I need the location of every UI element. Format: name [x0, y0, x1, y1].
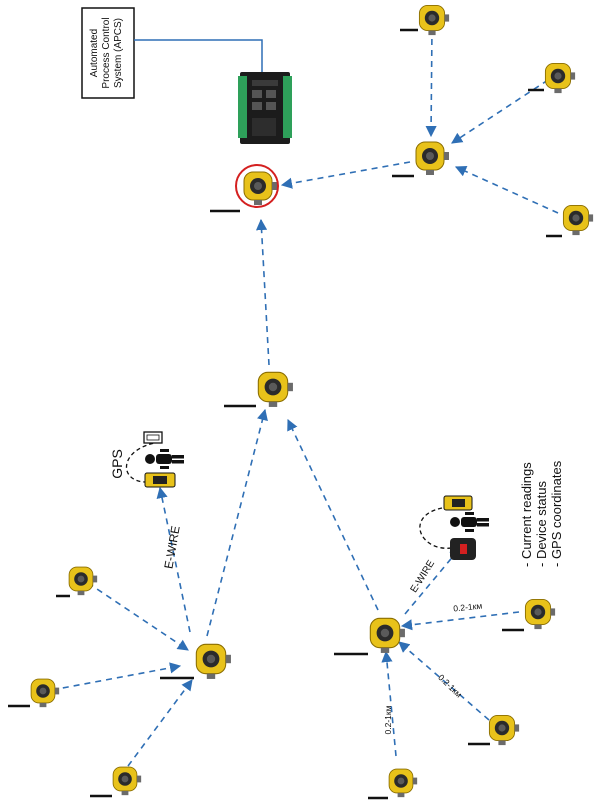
ewire-loop — [419, 507, 453, 549]
info-item-current-readings: - Current readings — [519, 462, 534, 567]
controller-icon — [238, 72, 292, 144]
sensor-device-icon — [502, 598, 556, 632]
ewire-left-label: E-WIRE — [161, 525, 182, 570]
sensor-device-icon — [56, 566, 98, 598]
sensor-device-icon — [160, 643, 232, 680]
handheld-terminal-icon — [144, 472, 176, 488]
apcs-label-line3: System (APCS) — [113, 18, 124, 88]
link-c-to-leftnode — [127, 679, 193, 767]
link-d-to-rightnode — [400, 611, 520, 631]
link-a-to-leftnode — [87, 582, 189, 651]
apcs-label-line1: Automated — [89, 29, 100, 77]
sensor-device-icon — [8, 678, 60, 708]
ewire-left-link — [156, 486, 191, 633]
gps-loop — [125, 441, 161, 483]
sensor-device-icon — [400, 4, 450, 36]
ewire-right-label: E-WIRE — [409, 558, 438, 595]
sensor-device-icon — [468, 714, 520, 746]
info-item-gps-coordinates: - GPS coordinates — [549, 460, 564, 567]
gps-device-icon — [143, 431, 163, 444]
info-item-device-status: - Device status — [534, 481, 549, 567]
person-icon — [450, 512, 489, 532]
link-top-to-hub — [425, 27, 437, 138]
link-upper-right-to-hub — [451, 79, 549, 144]
sensor-device-icon — [90, 766, 142, 798]
links — [51, 27, 559, 767]
link-center-to-gateway — [255, 218, 270, 366]
link-f-to-rightnode — [381, 650, 397, 757]
ewire-right-link — [404, 547, 461, 615]
link-rightnode-to-center — [287, 418, 379, 611]
gps-label: GPS — [109, 449, 125, 479]
link-leftnode-to-center — [206, 408, 268, 637]
sensor-device-icon — [546, 204, 594, 238]
link-e-to-rightnode — [398, 641, 490, 721]
person-icon — [145, 449, 184, 469]
gateway-highlight-circle — [235, 164, 279, 208]
info-list: - Current readings - Device status - GPS… — [519, 460, 564, 567]
handheld-terminal-icon — [443, 495, 473, 511]
sensor-device-icon — [334, 617, 406, 656]
probe-device-icon — [450, 538, 476, 560]
sensor-device-icon — [368, 768, 418, 800]
apcs-box: Automated Process Control System (APCS) — [81, 7, 135, 99]
distance-label: 0.2-1км — [383, 705, 393, 734]
gateway-device-icon — [210, 164, 279, 213]
distance-label: 0.2-1км — [453, 601, 483, 614]
distance-label: 0.2-1км — [436, 672, 464, 699]
link-hub-to-gateway — [280, 161, 411, 189]
apcs-label-line2: Process Control — [101, 17, 112, 88]
sensor-device-icon — [528, 62, 576, 94]
link-right-to-hub — [454, 166, 559, 214]
sensor-device-icon — [392, 141, 450, 178]
sensor-device-icon — [224, 371, 294, 408]
apcs-connection-line — [134, 39, 263, 74]
